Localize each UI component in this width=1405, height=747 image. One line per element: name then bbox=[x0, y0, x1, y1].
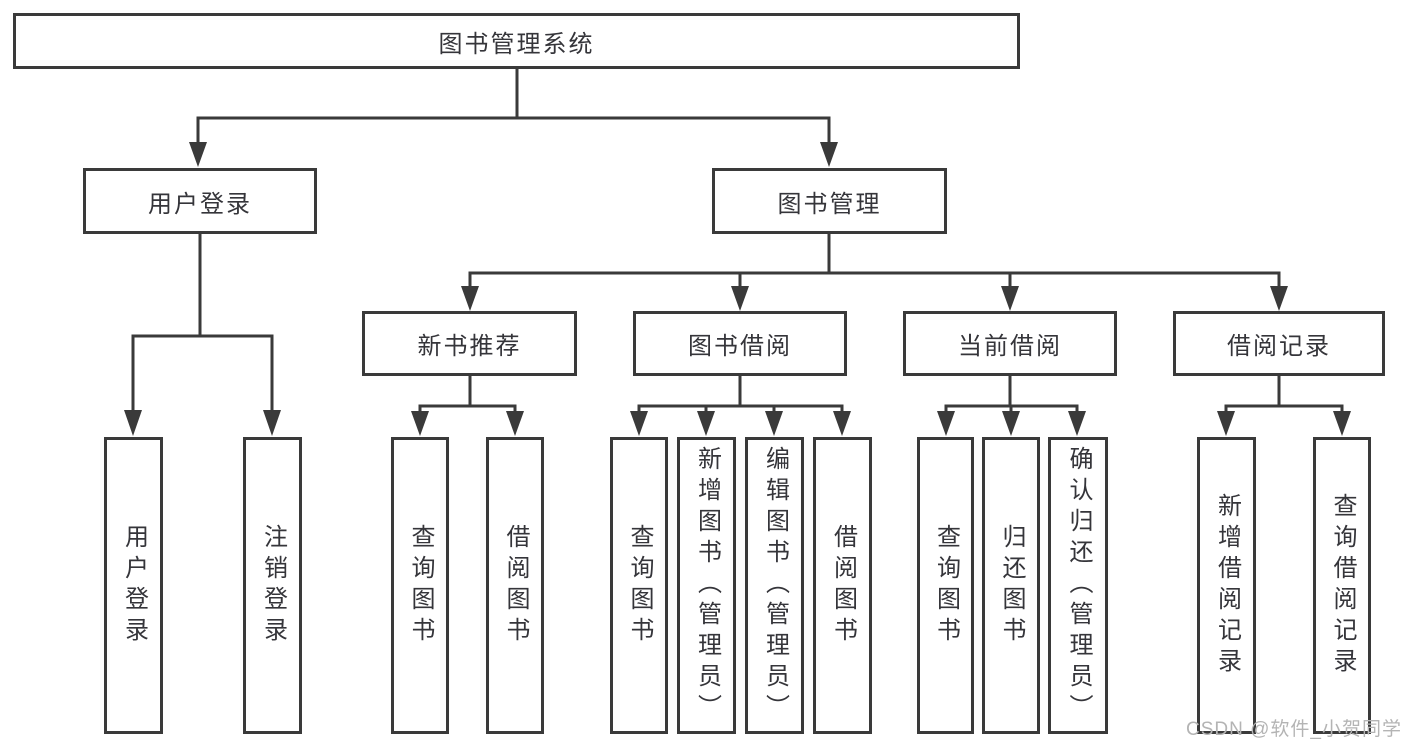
node-user-login: 用户登录 bbox=[83, 168, 317, 234]
edge-userlogin-to-leaves bbox=[131, 232, 274, 413]
leaf-query-book-current: 查询图书 bbox=[917, 437, 974, 734]
edge-bookmgmt-to-level3 bbox=[468, 232, 1281, 289]
node-borrowing-records: 借阅记录 bbox=[1173, 311, 1385, 376]
arrowheads bbox=[124, 142, 1351, 436]
leaf-borrow-book-newbook: 借阅图书 bbox=[486, 437, 544, 734]
edge-borrowrecord-to-leaves bbox=[1224, 375, 1344, 414]
edge-currentborrow-to-leaves bbox=[944, 375, 1079, 414]
leaf-confirm-return-admin: 确认归还（管理员） bbox=[1048, 437, 1108, 734]
leaf-query-book-newbook: 查询图书 bbox=[391, 437, 449, 734]
leaf-borrow-book: 借阅图书 bbox=[813, 437, 872, 734]
leaf-query-borrow-record: 查询借阅记录 bbox=[1313, 437, 1371, 734]
leaf-add-borrow-record: 新增借阅记录 bbox=[1197, 437, 1256, 734]
node-library-management-system: 图书管理系统 bbox=[13, 13, 1020, 69]
leaf-add-book-admin: 新增图书（管理员） bbox=[677, 437, 736, 734]
edge-newbook-to-leaves bbox=[418, 375, 517, 414]
leaf-user-login: 用户登录 bbox=[104, 437, 163, 734]
csdn-watermark: CSDN @软件_小贺同学 bbox=[1186, 719, 1402, 740]
edge-root-to-level2 bbox=[196, 67, 831, 145]
leaf-logout: 注销登录 bbox=[243, 437, 302, 734]
edge-bookborrow-to-leaves bbox=[637, 375, 844, 414]
node-book-management: 图书管理 bbox=[712, 168, 947, 234]
leaf-query-book-borrow: 查询图书 bbox=[610, 437, 668, 734]
node-current-borrowing: 当前借阅 bbox=[903, 311, 1117, 376]
node-new-book-recommendation: 新书推荐 bbox=[362, 311, 577, 376]
node-book-borrowing: 图书借阅 bbox=[633, 311, 847, 376]
leaf-edit-book-admin: 编辑图书（管理员） bbox=[745, 437, 804, 734]
leaf-return-book: 归还图书 bbox=[982, 437, 1040, 734]
